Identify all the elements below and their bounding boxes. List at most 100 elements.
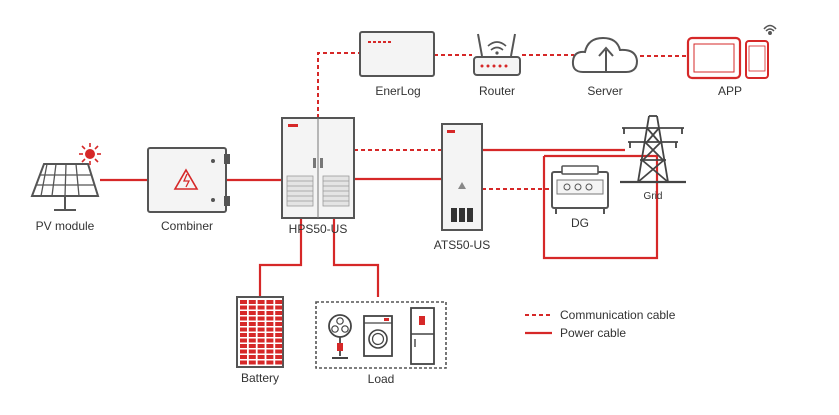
- sun-icon: [79, 143, 101, 165]
- battery-cell: [266, 360, 274, 365]
- battery-cell: [248, 355, 256, 359]
- label-router: Router: [478, 84, 516, 98]
- battery-cell: [257, 305, 265, 310]
- battery-cell: [257, 349, 265, 354]
- tablet-phone-icon: [686, 24, 777, 80]
- battery-cell: [266, 349, 274, 354]
- battery-cell: [266, 338, 274, 343]
- battery-cell: [275, 338, 283, 343]
- washing-machine-icon: [363, 315, 393, 357]
- combiner-box-icon: [147, 147, 230, 213]
- battery-cell: [266, 333, 274, 337]
- inverter-cabinet-icon: [281, 117, 355, 219]
- battery-cell: [248, 338, 256, 343]
- label-load: Load: [367, 372, 395, 386]
- power-line-hps-load: [332, 218, 380, 297]
- power-line-dg-loop: [542, 154, 659, 260]
- cloud-server-icon: [571, 36, 639, 73]
- label-grid: Grid: [643, 191, 663, 202]
- battery-cell: [240, 305, 247, 310]
- legend-comm-label: Communication cable: [560, 308, 676, 322]
- battery-cell: [257, 355, 265, 359]
- battery-cell: [275, 333, 283, 337]
- legend: [525, 314, 552, 335]
- battery-rack-icon: [236, 296, 284, 368]
- power-cables: [100, 148, 659, 297]
- legend-power-label: Power cable: [560, 326, 627, 340]
- battery-cell: [275, 344, 283, 348]
- battery-cell: [248, 311, 256, 315]
- battery-cell: [240, 333, 247, 337]
- battery-cell: [248, 333, 256, 337]
- battery-cell: [257, 360, 265, 365]
- battery-cell: [266, 355, 274, 359]
- label-dg: DG: [571, 216, 589, 230]
- label-server: Server: [587, 84, 623, 98]
- comm-cables: [317, 52, 688, 190]
- battery-cell: [257, 327, 265, 332]
- battery-cell: [257, 300, 265, 304]
- battery-cell: [275, 305, 283, 310]
- battery-cell: [266, 300, 274, 304]
- battery-cell: [266, 316, 274, 321]
- ats-cabinet-icon: [441, 123, 483, 231]
- battery-cell: [266, 311, 274, 315]
- refrigerator-icon: [410, 307, 435, 365]
- data-logger-icon: [359, 31, 435, 77]
- battery-cell: [248, 360, 256, 365]
- battery-cell: [257, 311, 265, 315]
- battery-cell: [248, 300, 256, 304]
- battery-cell: [266, 327, 274, 332]
- battery-cell: [275, 322, 283, 326]
- battery-cell: [275, 327, 283, 332]
- power-tower-icon: [620, 115, 686, 184]
- battery-cell: [240, 360, 247, 365]
- battery-cell: [240, 338, 247, 343]
- label-enerlog: EnerLog: [375, 84, 421, 98]
- battery-cell: [257, 316, 265, 321]
- battery-cell: [275, 300, 283, 304]
- battery-cell: [275, 360, 283, 365]
- wifi-signal-icon: [763, 24, 777, 35]
- battery-cell: [257, 338, 265, 343]
- battery-cell: [266, 305, 274, 310]
- solar-panel-icon: [30, 143, 101, 211]
- battery-cell: [275, 311, 283, 315]
- battery-cell: [240, 355, 247, 359]
- diesel-generator-icon: [551, 165, 609, 214]
- fan-icon: [328, 314, 352, 359]
- battery-cell: [257, 322, 265, 326]
- battery-cell: [257, 333, 265, 337]
- battery-cell: [240, 349, 247, 354]
- label-hps: HPS50-US: [288, 222, 348, 236]
- battery-cell: [248, 305, 256, 310]
- label-ats: ATS50-US: [433, 238, 491, 252]
- router-icon: [473, 33, 521, 76]
- battery-cell: [240, 316, 247, 321]
- battery-cell: [275, 355, 283, 359]
- battery-cell: [266, 344, 274, 348]
- household-load-icon: [315, 301, 447, 369]
- battery-cell: [240, 344, 247, 348]
- label-pv-module: PV module: [35, 219, 95, 233]
- comm-line-hps-enerlog: [317, 52, 360, 118]
- battery-cell: [275, 349, 283, 354]
- battery-cell: [266, 322, 274, 326]
- label-combiner: Combiner: [160, 219, 214, 233]
- battery-cell: [257, 344, 265, 348]
- battery-cell: [240, 300, 247, 304]
- battery-cell: [275, 316, 283, 321]
- battery-cell: [248, 316, 256, 321]
- battery-cell: [240, 322, 247, 326]
- battery-cell: [240, 327, 247, 332]
- battery-cell: [248, 327, 256, 332]
- battery-cell: [248, 344, 256, 348]
- battery-cell: [248, 322, 256, 326]
- power-line-hps-battery: [258, 218, 303, 296]
- battery-cell: [248, 349, 256, 354]
- battery-cell: [240, 311, 247, 315]
- label-app: APP: [717, 84, 743, 98]
- label-battery: Battery: [240, 371, 280, 385]
